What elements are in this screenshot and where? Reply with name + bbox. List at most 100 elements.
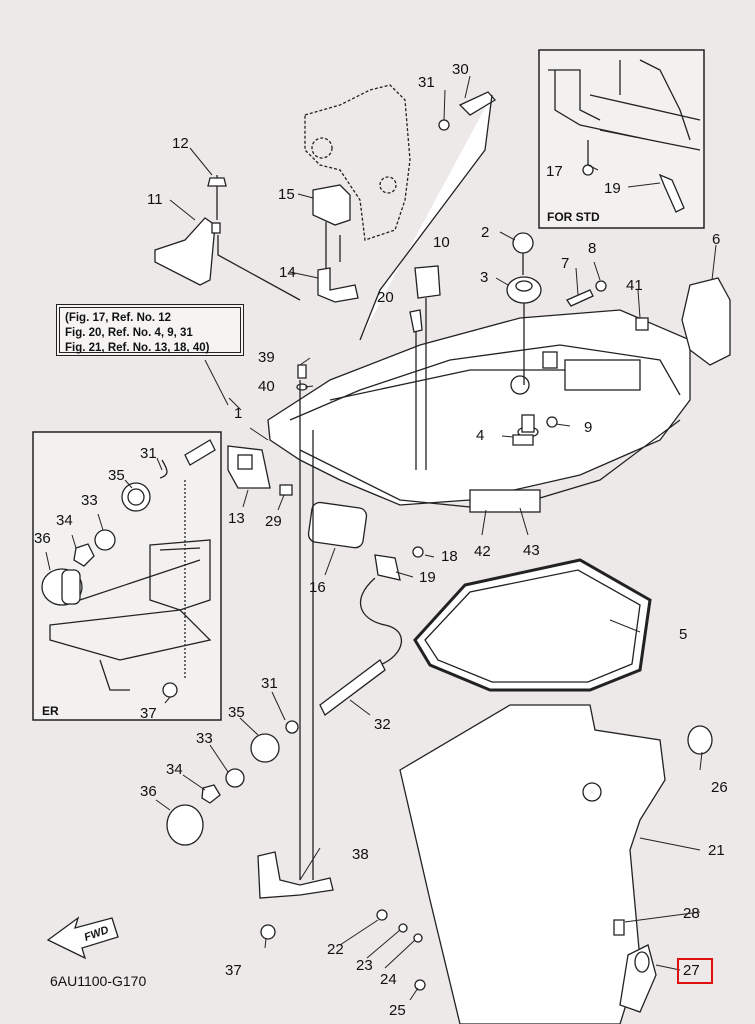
hose-30	[359, 91, 497, 341]
highlight-box-part-27	[677, 958, 713, 984]
part-label-40[interactable]: 40	[258, 378, 275, 395]
part-label-28[interactable]: 28	[683, 905, 700, 922]
part-label-1[interactable]: 1	[234, 405, 243, 422]
part-label-13[interactable]: 13	[228, 510, 245, 527]
part-27	[619, 944, 657, 1013]
part-20	[409, 309, 423, 333]
bolt-22	[376, 909, 388, 921]
part-label-36-er[interactable]: 36	[34, 530, 51, 547]
part-label-38[interactable]: 38	[352, 846, 369, 863]
lower-cowling-21	[399, 704, 666, 1024]
part-label-26[interactable]: 26	[711, 779, 728, 796]
bracket-11	[154, 217, 216, 286]
std-bracket-drawing	[548, 59, 701, 213]
part-label-24[interactable]: 24	[380, 971, 397, 988]
part-label-31[interactable]: 31	[261, 675, 278, 692]
part-label-35-er[interactable]: 35	[108, 467, 125, 484]
reference-note-line: Fig. 20, Ref. No. 4, 9, 31	[65, 327, 193, 339]
part-label-23[interactable]: 23	[356, 957, 373, 974]
nut-25	[414, 979, 426, 991]
clip-31	[285, 720, 299, 734]
part-label-15[interactable]: 15	[278, 186, 295, 203]
part-label-4[interactable]: 4	[476, 427, 485, 444]
bottom-cowling	[267, 309, 691, 506]
bolt-2	[512, 232, 534, 254]
nut-35	[250, 733, 280, 763]
part-label-12[interactable]: 12	[172, 135, 189, 152]
part-label-33[interactable]: 33	[196, 730, 213, 747]
part-6	[681, 277, 731, 366]
inset-for-std-label: FOR STD	[547, 210, 600, 224]
part-label-30[interactable]: 30	[452, 61, 469, 78]
knob-19	[374, 554, 401, 581]
part-label-31-er[interactable]: 31	[140, 445, 157, 462]
washer-24	[413, 933, 423, 943]
part-label-2[interactable]: 2	[481, 224, 490, 241]
part-label-14[interactable]: 14	[279, 264, 296, 281]
part-29	[279, 484, 293, 496]
part-label-16[interactable]: 16	[309, 579, 326, 596]
washer-8	[595, 280, 607, 292]
part-label-31-top[interactable]: 31	[418, 74, 435, 91]
bolt-39	[297, 364, 307, 379]
part-label-10[interactable]: 10	[433, 234, 450, 251]
part-label-41[interactable]: 41	[626, 277, 643, 294]
part-label-20[interactable]: 20	[377, 289, 394, 306]
bolt-37	[260, 924, 276, 940]
part-label-5[interactable]: 5	[679, 626, 688, 643]
part-10	[414, 265, 441, 299]
part-label-9[interactable]: 9	[584, 419, 593, 436]
bracket-38	[257, 851, 334, 899]
part-label-37[interactable]: 37	[225, 962, 242, 979]
part-label-21[interactable]: 21	[708, 842, 725, 859]
part-14	[317, 267, 359, 303]
reference-note: (Fig. 17, Ref. No. 12 Fig. 20, Ref. No. …	[56, 304, 244, 356]
reference-note-line: Fig. 21, Ref. No. 13, 18, 40)	[65, 342, 210, 354]
part-4	[512, 434, 534, 446]
bolt-18	[412, 546, 424, 558]
part-label-32[interactable]: 32	[374, 716, 391, 733]
part-label-33-er[interactable]: 33	[81, 492, 98, 509]
nut-9	[546, 416, 558, 428]
part-label-37-er[interactable]: 37	[140, 705, 157, 722]
part-label-43[interactable]: 43	[523, 542, 540, 559]
carburetor-outline	[304, 84, 411, 241]
screw-28	[613, 919, 625, 936]
part-label-3[interactable]: 3	[480, 269, 489, 286]
fwd-arrow-icon	[46, 916, 119, 960]
grommet-26	[687, 725, 713, 755]
part-label-22[interactable]: 22	[327, 941, 344, 958]
gasket-5	[413, 558, 652, 692]
part-16	[307, 501, 368, 549]
spring-32	[319, 659, 386, 716]
part-label-36[interactable]: 36	[140, 783, 157, 800]
diagram-code: 6AU1100-G170	[50, 973, 147, 989]
washer-23	[398, 923, 408, 933]
part-label-19-std[interactable]: 19	[604, 180, 621, 197]
part-label-17[interactable]: 17	[546, 163, 563, 180]
er-assembly-drawing	[41, 439, 216, 698]
part-label-27[interactable]: 27	[683, 962, 700, 979]
part-15	[312, 184, 351, 226]
plate-34	[201, 784, 221, 804]
leader-lines	[45, 75, 717, 1001]
reference-note-line: (Fig. 17, Ref. No. 12	[65, 312, 172, 324]
part-label-6[interactable]: 6	[712, 231, 721, 248]
bolt-7	[566, 289, 594, 307]
part-label-35[interactable]: 35	[228, 704, 245, 721]
cable	[359, 577, 403, 666]
part-label-42[interactable]: 42	[474, 543, 491, 560]
part-label-29[interactable]: 29	[265, 513, 282, 530]
part-label-8[interactable]: 8	[588, 240, 597, 257]
inset-er-label: ER	[42, 704, 59, 718]
part-label-11[interactable]: 11	[147, 191, 163, 208]
label-41	[635, 317, 649, 331]
part-label-19[interactable]: 19	[419, 569, 436, 586]
part-label-34[interactable]: 34	[166, 761, 183, 778]
part-label-18[interactable]: 18	[441, 548, 458, 565]
part-label-7[interactable]: 7	[561, 255, 570, 272]
part-label-34-er[interactable]: 34	[56, 512, 73, 529]
part-label-39[interactable]: 39	[258, 349, 275, 366]
part-label-25[interactable]: 25	[389, 1002, 406, 1019]
